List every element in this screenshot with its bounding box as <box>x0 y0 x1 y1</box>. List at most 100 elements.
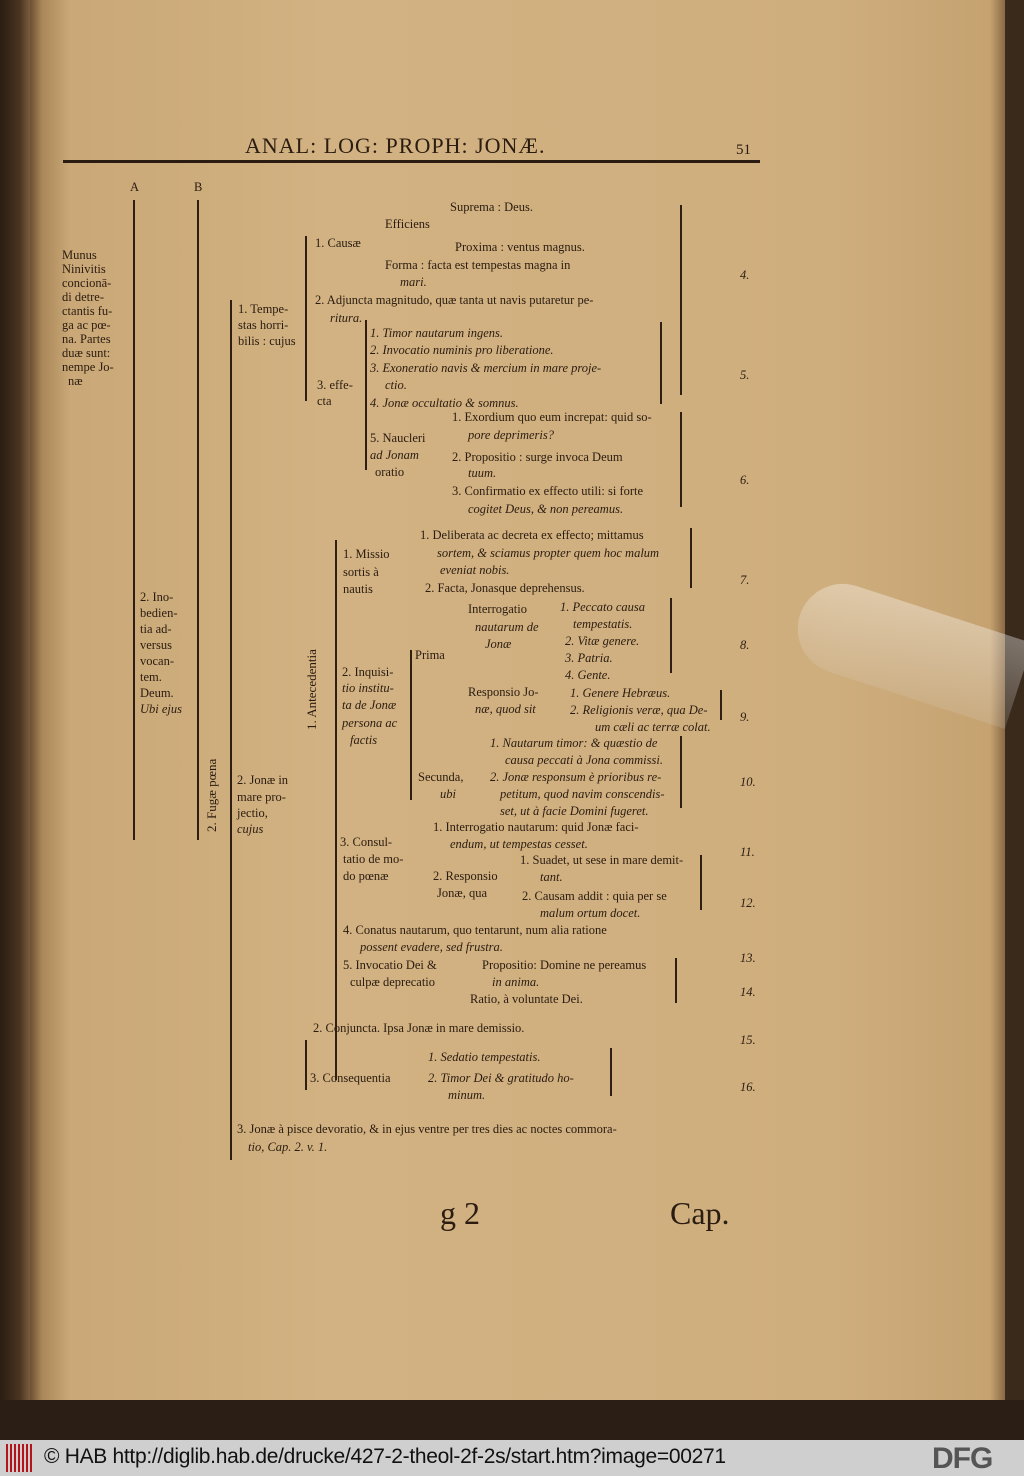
margin-number: 13. <box>740 951 756 965</box>
brace-line <box>230 300 232 1160</box>
margin-number: 4. <box>740 268 750 282</box>
brace-line <box>305 1040 307 1090</box>
outline-text-line: tem. <box>140 670 162 684</box>
outline-text-line: malum ortum docet. <box>540 906 641 920</box>
outline-text-line: Jonæ, qua <box>437 886 487 900</box>
outline-text-line: Ubi ejus <box>140 702 183 716</box>
outline-text-line: cta <box>317 394 332 408</box>
brace-line <box>610 1048 612 1096</box>
outline-text-line: 1. Peccato causa <box>560 600 646 614</box>
brace-line <box>680 205 682 395</box>
outline-text-line: 1. Suadet, ut sese in mare demit- <box>520 853 684 867</box>
outline-text-line: sortis à <box>343 565 379 579</box>
outline-text-line: Forma : facta est tempestas magna in <box>385 258 571 272</box>
outline-text-line: ta de Jonæ <box>342 698 397 712</box>
outline-text-line: tio, Cap. 2. v. 1. <box>248 1140 328 1154</box>
outline-text-line: Deum. <box>140 686 174 700</box>
copyright-url[interactable]: © HAB http://diglib.hab.de/drucke/427-2-… <box>44 1445 726 1468</box>
outline-text-line: 1. Missio <box>343 547 390 561</box>
outline-text-line: ubi <box>440 787 456 801</box>
brace-line <box>660 322 662 404</box>
outline-text-line: 2. Ino- <box>140 590 174 604</box>
outline-text-line: 1. Causæ <box>315 236 361 250</box>
outline-text-line: 1. Nautarum timor: & quæstio de <box>490 736 658 750</box>
brace-line <box>335 540 337 1080</box>
scan-background <box>0 1400 1024 1440</box>
outline-text-line: 2. Vitæ genere. <box>565 634 640 648</box>
outline-text-line: Prima <box>415 648 445 662</box>
outline-text-line: cujus <box>237 822 264 836</box>
outline-text-line: 1. Deliberata ac decreta ex effecto; mit… <box>420 528 644 542</box>
outline-text-line: tant. <box>540 870 563 884</box>
outline-text-line: versus <box>140 638 172 652</box>
outline-text-line: ctio. <box>385 378 407 392</box>
outline-text-line: 2. Propositio : surge invoca Deum <box>452 450 623 464</box>
outline-text-line: 2. Timor Dei & gratitudo ho- <box>428 1071 574 1085</box>
outline-text-line: Responsio Jo- <box>468 685 539 699</box>
brace-line <box>410 650 412 800</box>
margin-number: 12. <box>740 896 756 910</box>
outline-text-line: Secunda, <box>418 770 464 784</box>
outline-text-line: ga ac pœ- <box>62 318 111 332</box>
outline-text-line: Interrogatio <box>468 602 528 616</box>
outline-text-line: tuum. <box>468 466 497 480</box>
outline-text-line: vocan- <box>140 654 175 668</box>
brace-line <box>670 598 672 673</box>
outline-text-line: 1. Exordium quo eum increpat: quid so- <box>452 410 652 424</box>
outline-text-line: concionā- <box>62 276 112 290</box>
outline-text-line: 1. Timor nautarum ingens. <box>370 326 504 340</box>
vertical-label-fugae-poena: 2. Fugæ pœna <box>204 758 219 832</box>
outline-text-line: 2. Invocatio numinis pro liberatione. <box>370 343 554 357</box>
brace-line <box>365 320 367 470</box>
brace-line <box>197 200 199 840</box>
outline-text-line: 2. Adjuncta magnitudo, quæ tanta ut navi… <box>315 293 594 307</box>
outline-text-line: jectio, <box>237 806 268 820</box>
outline-text-line: culpæ deprecatio <box>350 975 436 989</box>
outline-text-line: næ <box>68 374 83 388</box>
outline-text-line: di detre- <box>62 290 104 304</box>
outline-text-line: Proxima : ventus magnus. <box>455 240 585 254</box>
outline-text-line: oratio <box>375 465 405 479</box>
outline-text-line: 2. Religionis veræ, qua De- <box>570 703 708 717</box>
brace-line <box>675 958 677 1003</box>
outline-text-line: 3. Confirmatio ex effecto utili: si fort… <box>452 484 644 498</box>
outline-text-line: set, ut à facie Domini fugeret. <box>500 804 649 818</box>
outline-text-line: causa peccati à Jona commissi. <box>505 753 663 767</box>
vertical-label-antecedentia: 1. Antecedentia <box>304 649 319 730</box>
outline-text-line: stas horri- <box>238 318 289 332</box>
margin-number: 8. <box>740 638 750 652</box>
outline-text-line: 1. Sedatio tempestatis. <box>428 1050 541 1064</box>
outline-text-line: factis <box>350 733 378 747</box>
outline-text-line: ritura. <box>330 311 363 325</box>
margin-number: 10. <box>740 775 756 789</box>
outline-text-line: pore deprimeris? <box>468 428 554 442</box>
outline-text-line: 3. Consequentia <box>310 1071 391 1085</box>
outline-text-line: bedien- <box>140 606 178 620</box>
margin-number: 15. <box>740 1033 756 1047</box>
outline-text-line: 2. Jonæ in <box>237 773 289 787</box>
outline-text-line: 4. Jonæ occultatio & somnus. <box>370 396 519 410</box>
catchword: Cap. <box>670 1195 730 1231</box>
outline-text-line: tio institu- <box>342 681 394 695</box>
brace-line <box>305 236 307 401</box>
outline-text-line: cogitet Deus, & non pereamus. <box>468 502 624 516</box>
brace-line <box>690 528 692 588</box>
outline-text-line: 2. Causam addit : quia per se <box>522 889 667 903</box>
outline-text-line: 1. Tempe- <box>238 302 289 316</box>
outline-text-line: 2. Conjuncta. Ipsa Jonæ in mare demissio… <box>313 1021 525 1035</box>
page-number: 51 <box>736 142 751 158</box>
viewer-footer: © HAB http://diglib.hab.de/drucke/427-2-… <box>0 1440 1024 1476</box>
outline-text-line: Ratio, à voluntate Dei. <box>470 992 583 1006</box>
outline-text-line: nautarum de <box>475 620 539 634</box>
dfg-logo: DFG <box>932 1442 993 1475</box>
brace-line <box>680 412 682 507</box>
margin-number: 14. <box>740 985 756 999</box>
outline-text-line: 2. Jonæ responsum è prioribus re- <box>490 770 662 784</box>
outline-text-line: endum, ut tempestas cesset. <box>450 837 588 851</box>
header-rule <box>63 160 760 163</box>
outline-text-line: 3. effe- <box>317 378 353 392</box>
outline-text-line: persona ac <box>342 716 398 730</box>
column-label-b: B <box>194 180 203 194</box>
outline-text-line: 3. Consul- <box>340 835 393 849</box>
outline-text-line: Munus <box>62 248 97 262</box>
